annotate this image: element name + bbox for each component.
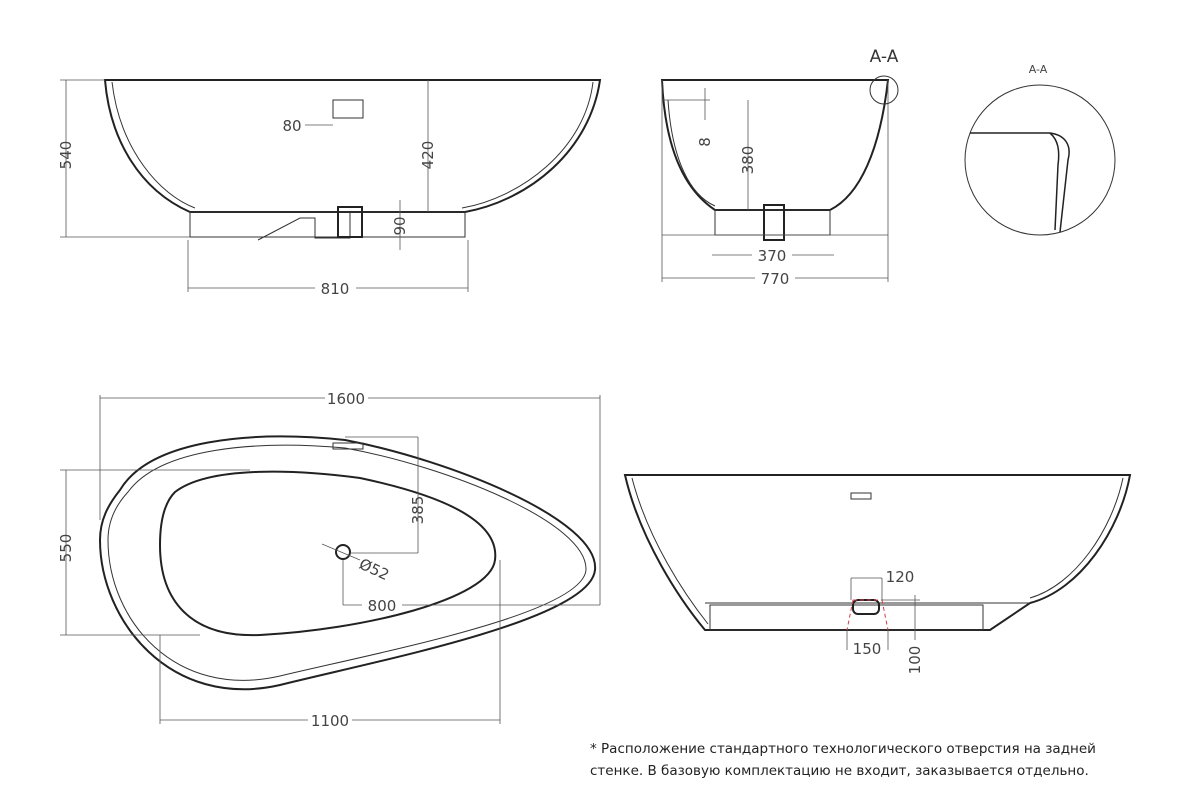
dim-length: 1600 xyxy=(327,390,365,408)
dim-inner-depth: 420 xyxy=(419,141,437,170)
back-view: 120 150 100 xyxy=(623,474,1132,675)
dim-cutout-height: 100 xyxy=(906,646,924,675)
footnote-line-2: стенке. В базовую комплектацию не входит… xyxy=(590,763,1089,779)
footnote: * Расположение стандартного технологичес… xyxy=(590,738,1096,782)
dim-drain-offset-x: 800 xyxy=(368,597,397,615)
dim-basin-length: 1100 xyxy=(311,712,349,730)
dim-hole-width: 120 xyxy=(886,568,915,586)
dim-base-height: 90 xyxy=(391,216,409,235)
side-view: 8 380 370 770 A-A xyxy=(660,47,899,288)
section-label: A-A xyxy=(870,47,899,67)
dim-cutout-width: 150 xyxy=(853,640,882,658)
dim-depth: 380 xyxy=(739,146,757,175)
dim-width: 770 xyxy=(761,270,790,288)
dim-drain-diameter: Ø52 xyxy=(356,555,392,584)
top-view: 1600 550 385 Ø52 800 1100 xyxy=(57,390,601,730)
dim-rim-offset: 8 xyxy=(696,137,714,147)
dim-base-width: 370 xyxy=(758,247,787,265)
detail-view: A-A xyxy=(964,63,1116,236)
dim-overflow-offset: 80 xyxy=(282,117,301,135)
footnote-line-1: * Расположение стандартного технологичес… xyxy=(590,741,1096,757)
front-view: 540 420 80 90 810 xyxy=(57,79,602,298)
dim-drain-offset-y: 385 xyxy=(409,496,427,525)
dim-base-width: 810 xyxy=(321,280,350,298)
dim-height-total: 540 xyxy=(57,141,75,170)
detail-label: A-A xyxy=(1029,63,1048,76)
dim-width: 550 xyxy=(57,534,75,563)
